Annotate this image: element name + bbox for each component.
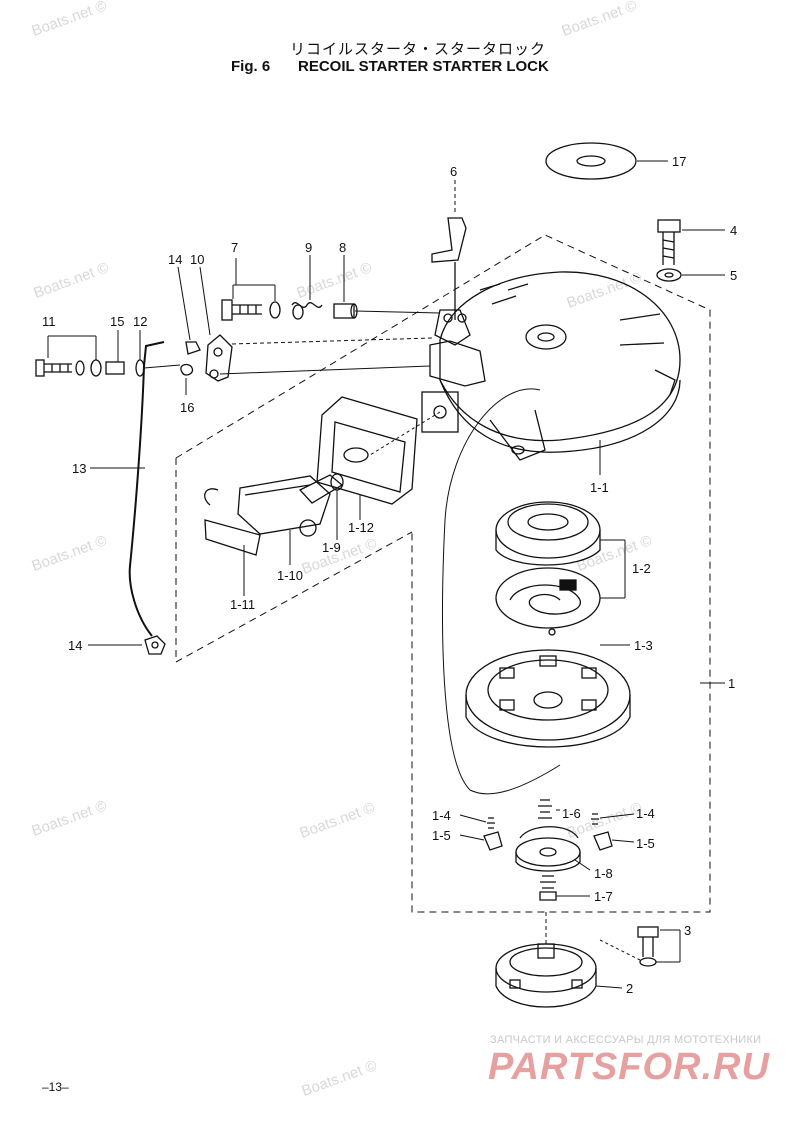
label-1-3: 1-3 [634, 638, 653, 653]
label-5: 5 [730, 268, 737, 283]
starter-handle-1-10 [237, 475, 331, 537]
lock-lever-10 [205, 334, 233, 382]
assembly-outline-main [175, 234, 711, 913]
label-1-4-right: 1-4 [636, 806, 655, 821]
label-8: 8 [339, 240, 346, 255]
label-14-top: 14 [168, 252, 182, 267]
clip-14-lower [144, 635, 166, 655]
title-english: RECOIL STARTER STARTER LOCK [298, 58, 549, 75]
clip-14 [185, 341, 201, 355]
label-9: 9 [305, 240, 312, 255]
pawl-1-5-left [483, 831, 503, 851]
label-1: 1 [728, 676, 735, 691]
collar-15 [105, 361, 125, 375]
brand-logo: PARTSFOR.RU [488, 1046, 770, 1088]
pawl-spring-1-4-left [487, 817, 495, 829]
label-12: 12 [133, 314, 147, 329]
label-1-1: 1-1 [590, 480, 609, 495]
label-2: 2 [626, 981, 633, 996]
reel-1-3 [465, 649, 631, 748]
label-10: 10 [190, 252, 204, 267]
page-number: –13– [42, 1080, 69, 1094]
label-1-5-left: 1-5 [432, 828, 451, 843]
label-16: 16 [180, 400, 194, 415]
lock-bracket [429, 309, 486, 387]
bolt-3 [637, 926, 659, 967]
pawl-1-5-right [593, 831, 613, 851]
title-japanese: リコイルスタータ・スタータロック [290, 40, 547, 58]
label-17: 17 [672, 154, 686, 169]
pin-8 [333, 303, 358, 319]
ratchet-1-8 [515, 826, 581, 872]
label-6: 6 [450, 164, 457, 179]
washer-11 [75, 359, 102, 377]
label-1-11: 1-11 [230, 597, 255, 612]
label-1-5-right: 1-5 [636, 836, 655, 851]
label-11: 11 [42, 314, 56, 329]
label-15: 15 [110, 314, 124, 329]
brand-tagline: ЗАПЧАСТИ И АКСЕССУАРЫ ДЛЯ МОТОТЕХНИКИ [490, 1034, 762, 1046]
label-3: 3 [684, 923, 691, 938]
label-1-8: 1-8 [594, 866, 613, 881]
label-1-2: 1-2 [632, 561, 651, 576]
label-1-7: 1-7 [594, 889, 613, 904]
spring-9 [291, 302, 323, 320]
label-14-bottom: 14 [68, 638, 82, 653]
label-13: 13 [72, 461, 86, 476]
label-1-4-left: 1-4 [432, 808, 451, 823]
spring-16 [180, 363, 194, 376]
washer-7 [269, 301, 281, 319]
spring-case-1-2 [495, 501, 601, 566]
label-1-10: 1-10 [277, 568, 303, 583]
bolt-4 [657, 219, 681, 265]
ratchet-spring-1-6 [538, 799, 552, 819]
washer-17 [545, 142, 637, 180]
lever-6 [431, 217, 467, 320]
washer-5 [656, 268, 682, 282]
pulley-2 [495, 943, 597, 1008]
screw-7 [221, 299, 262, 321]
bolt-1-7 [539, 875, 557, 901]
label-4: 4 [730, 223, 737, 238]
label-7: 7 [231, 240, 238, 255]
label-1-9: 1-9 [322, 540, 341, 555]
starter-case-1-1 [439, 271, 681, 461]
figure-number: Fig. 6 [231, 58, 271, 75]
label-1-12: 1-12 [348, 520, 374, 535]
handle-housing-1-12 [316, 396, 418, 505]
screw-11 [35, 359, 72, 377]
label-1-6: 1-6 [562, 806, 581, 821]
rod-13 [128, 341, 165, 637]
recoil-spring-1-2 [495, 567, 601, 636]
pawl-spring-1-4-right [591, 813, 599, 825]
handle-insert-1-11 [204, 488, 261, 556]
guide-block [421, 391, 459, 433]
